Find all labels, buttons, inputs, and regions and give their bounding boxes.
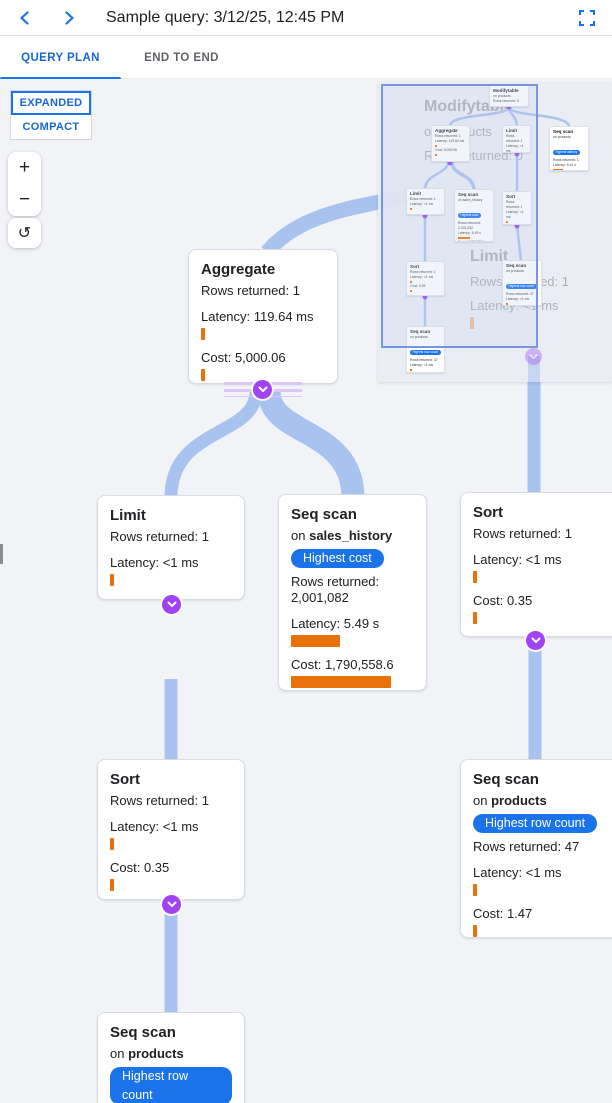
node-latency: Latency: 5.49 s bbox=[291, 616, 380, 631]
node-title: Sort bbox=[110, 771, 140, 788]
latency-bar bbox=[473, 884, 477, 896]
cost-bar bbox=[110, 879, 114, 891]
expanded-button[interactable]: EXPANDED bbox=[11, 91, 91, 115]
zoom-in-button[interactable]: + bbox=[8, 152, 41, 184]
cost-bar bbox=[201, 369, 205, 381]
plan-node-sort-right[interactable]: Sort Rows returned: 1 Latency: <1 ms Cos… bbox=[460, 492, 612, 637]
back-button[interactable] bbox=[10, 3, 40, 33]
node-title: Seq scan bbox=[291, 506, 357, 523]
chevron-down-icon bbox=[167, 901, 176, 907]
node-rows: Rows returned: 1 bbox=[110, 529, 209, 544]
fullscreen-icon bbox=[579, 9, 595, 26]
plan-node-limit[interactable]: Limit Rows returned: 1 Latency: <1 ms bbox=[97, 495, 245, 600]
cost-bar bbox=[473, 612, 477, 624]
collapse-limit-button[interactable] bbox=[162, 595, 181, 614]
highest-cost-badge: Highest cost bbox=[291, 549, 384, 568]
plan-canvas[interactable]: Aggregate Rows returned: 1 Latency: 119.… bbox=[0, 79, 612, 1103]
tab-query-plan[interactable]: QUERY PLAN bbox=[0, 37, 121, 80]
node-title: Sort bbox=[473, 504, 503, 521]
node-cost: Cost: 1,790,558.6 bbox=[291, 657, 394, 672]
scrollbar-thumb[interactable] bbox=[0, 544, 3, 564]
node-cost: Cost: 0.35 bbox=[110, 860, 170, 875]
node-rows: Rows returned: 2,001,082 bbox=[291, 574, 380, 605]
plan-node-aggregate[interactable]: Aggregate Rows returned: 1 Latency: 119.… bbox=[188, 249, 338, 384]
node-rows: Rows returned: 1 bbox=[201, 283, 300, 298]
ghost-edge bbox=[528, 356, 540, 382]
header: Sample query: 3/12/25, 12:45 PM bbox=[0, 0, 612, 36]
latency-bar bbox=[110, 838, 114, 850]
node-cost: Cost: 0.35 bbox=[473, 593, 533, 608]
chevron-down-icon bbox=[167, 601, 176, 607]
fullscreen-button[interactable] bbox=[574, 5, 600, 31]
zoom-controls: + − bbox=[8, 152, 41, 216]
chevron-down-icon bbox=[258, 386, 267, 392]
node-rows: Rows returned: 1 bbox=[473, 526, 572, 541]
page-title: Sample query: 3/12/25, 12:45 PM bbox=[106, 8, 345, 26]
chevron-down-icon bbox=[531, 637, 540, 643]
node-latency: Latency: <1 ms bbox=[110, 555, 199, 570]
latency-bar bbox=[110, 574, 114, 586]
tab-bar: QUERY PLAN END TO END bbox=[0, 37, 612, 80]
plan-edges bbox=[164, 185, 542, 1015]
minimap[interactable]: Modifytable on products Rows returned: 0… bbox=[378, 82, 612, 382]
node-rows: Rows returned: 47 bbox=[473, 839, 580, 854]
plan-node-seq-scan-products-bottom[interactable]: Seq scan on products Highest row count R… bbox=[97, 1012, 245, 1103]
node-latency: Latency: 119.64 ms bbox=[201, 309, 314, 324]
collapse-sort-right-button[interactable] bbox=[526, 631, 545, 650]
node-table: on products bbox=[110, 1046, 184, 1061]
latency-bar bbox=[473, 571, 477, 583]
collapse-aggregate-button[interactable] bbox=[253, 380, 272, 399]
node-latency: Latency: <1 ms bbox=[473, 552, 562, 567]
plan-node-seq-scan-sales-history[interactable]: Seq scan on sales_history Highest cost R… bbox=[278, 494, 427, 691]
forward-button[interactable] bbox=[54, 3, 84, 33]
node-table: on products bbox=[473, 793, 547, 808]
tab-end-to-end[interactable]: END TO END bbox=[121, 37, 242, 79]
node-latency: Latency: <1 ms bbox=[473, 865, 562, 880]
plan-node-sort-left[interactable]: Sort Rows returned: 1 Latency: <1 ms Cos… bbox=[97, 759, 245, 900]
node-title: Seq scan bbox=[473, 771, 539, 788]
node-table: on sales_history bbox=[291, 528, 393, 543]
view-toggle: EXPANDED COMPACT bbox=[10, 90, 92, 140]
cost-bar bbox=[473, 925, 477, 937]
node-rows: Rows returned: 1 bbox=[110, 793, 209, 808]
zoom-out-button[interactable]: − bbox=[8, 184, 41, 216]
chevron-left-icon bbox=[20, 10, 29, 25]
highest-row-count-badge: Highest row count bbox=[110, 1067, 232, 1103]
chevron-right-icon bbox=[65, 10, 74, 25]
node-latency: Latency: <1 ms bbox=[110, 819, 199, 834]
reset-zoom-card: ↺ bbox=[8, 218, 41, 248]
compact-button[interactable]: COMPACT bbox=[11, 115, 91, 139]
node-cost: Cost: 5,000.06 bbox=[201, 350, 286, 365]
latency-bar bbox=[291, 635, 340, 647]
node-title: Limit bbox=[110, 507, 146, 524]
minimap-viewport[interactable] bbox=[381, 84, 538, 348]
plan-node-seq-scan-products-right[interactable]: Seq scan on products Highest row count R… bbox=[460, 759, 612, 938]
node-title: Aggregate bbox=[201, 261, 276, 278]
reset-zoom-button[interactable]: ↺ bbox=[8, 218, 41, 248]
node-cost: Cost: 1.47 bbox=[473, 906, 533, 921]
highest-row-count-badge: Highest row count bbox=[473, 814, 598, 833]
ghost-collapse-icon bbox=[525, 348, 542, 365]
latency-bar bbox=[201, 328, 205, 340]
cost-bar bbox=[291, 676, 391, 688]
collapse-sort-left-button[interactable] bbox=[162, 895, 181, 914]
node-title: Seq scan bbox=[110, 1024, 176, 1041]
